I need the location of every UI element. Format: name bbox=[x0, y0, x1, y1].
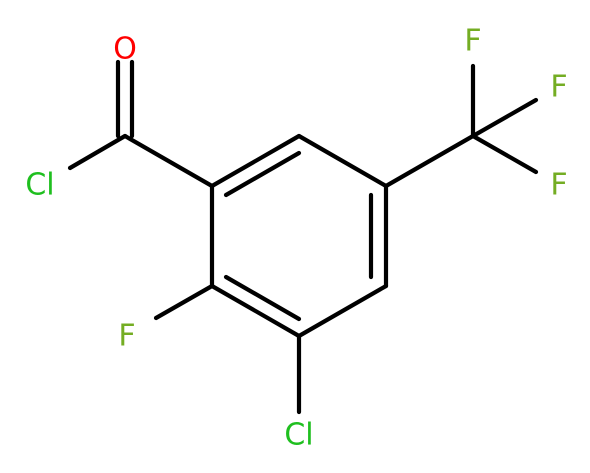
bond-cf3-f-right bbox=[470, 97, 539, 139]
bond-ring-1-inner bbox=[223, 150, 302, 198]
atom-f-cf3-right: F bbox=[550, 70, 567, 105]
bond-ring-cf3 bbox=[383, 133, 476, 189]
atom-f-cf3-top: F bbox=[464, 24, 481, 59]
bond-cf3-f-lower bbox=[470, 133, 539, 175]
bond-c-cl bbox=[67, 133, 128, 171]
bond-ring-4 bbox=[296, 283, 389, 339]
atom-cl-acyl: Cl bbox=[25, 168, 54, 203]
bond-carbonyl-c bbox=[122, 133, 215, 189]
atom-o: O bbox=[113, 32, 137, 67]
atom-cl-ring: Cl bbox=[284, 418, 313, 453]
bond-ring-2 bbox=[296, 133, 389, 189]
atom-f-ring: F bbox=[118, 319, 135, 354]
atom-f-cf3-lower: F bbox=[550, 168, 567, 203]
bond-ring-5 bbox=[209, 283, 302, 339]
bond-ring-1 bbox=[209, 133, 302, 189]
bond-ring-f bbox=[153, 283, 215, 321]
bond-ring-5-inner bbox=[223, 274, 302, 322]
